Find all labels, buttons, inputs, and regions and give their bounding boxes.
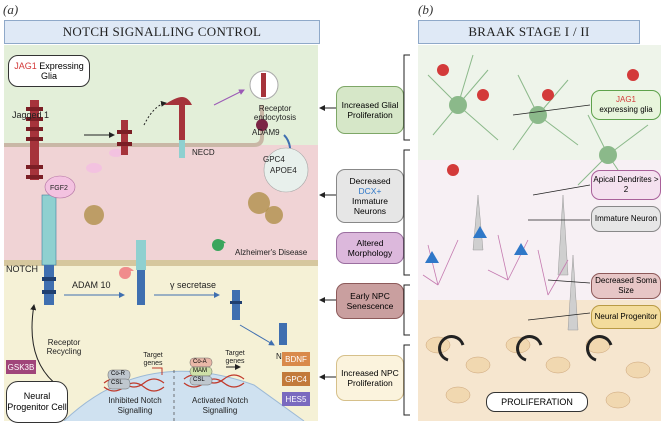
decreased-dcx-immature-neurons: Decreased DCX+ Immature Neurons xyxy=(336,169,404,223)
panel-b-title: BRAAK STAGE I / II xyxy=(418,20,640,44)
receptor-recycling-label: Receptor Recycling xyxy=(46,338,82,356)
svg-text:APOE4: APOE4 xyxy=(270,166,297,175)
csl-label-2: CSL xyxy=(193,377,205,383)
bdnf-box: BDNF xyxy=(282,352,310,366)
gpc4-box: GPC4 xyxy=(282,372,310,386)
neural-progenitor-cell-box: Neural Progenitor Cell xyxy=(6,381,68,423)
progenitor-cells xyxy=(425,336,651,409)
svg-text:FGF2: FGF2 xyxy=(50,185,68,192)
early-npc-senescence: Early NPC Senescence xyxy=(336,283,404,319)
proliferation-arrows xyxy=(438,335,613,362)
jagged1-ligand xyxy=(26,100,43,180)
free-ligand xyxy=(117,120,132,155)
jagged1-label: Jagged 1 xyxy=(12,110,50,120)
jag1-gene: JAG1 xyxy=(14,61,37,71)
apical-dendrites xyxy=(422,234,569,296)
jag1-gene-right: JAG1 xyxy=(615,95,636,104)
necd-label: NECD xyxy=(192,148,215,157)
activated-notch-label: Activated Notch Signalling xyxy=(191,396,249,415)
notch-signalling-diagram: FGF2 APOE4 xyxy=(4,70,318,421)
notch-label: NOTCH xyxy=(6,264,38,274)
csl-label-1: CSL xyxy=(111,380,123,386)
apical-dendrites-label: Apical Dendrites > 2 xyxy=(591,170,661,200)
mam-label: MAM xyxy=(193,368,207,374)
cor-label: Co-R xyxy=(111,371,126,377)
gamma-secretase-label: γ secretase xyxy=(170,280,217,290)
jag1-rest: expressing glia xyxy=(599,105,653,114)
gpc4-label: GPC4 xyxy=(263,155,285,164)
hes5-box: HES5 xyxy=(282,392,310,406)
connector-arrows xyxy=(319,54,410,416)
adam10-label: ADAM 10 xyxy=(72,280,111,290)
receptor-endocytosis-label: Receptor endocytosis xyxy=(253,104,297,122)
coa-label: Co-A xyxy=(193,359,207,365)
dcx-marker: DCX+ xyxy=(358,186,382,196)
panel-a-label: (a) xyxy=(3,2,19,17)
altered-morphology: Altered Morphology xyxy=(336,232,404,264)
target-genes-label-2: Target genes xyxy=(225,350,245,365)
jag1-line2: Glia xyxy=(40,71,57,81)
proliferation-label: PROLIFERATION xyxy=(486,392,588,412)
dcx-post: Immature Neurons xyxy=(352,196,388,216)
notch-receptor xyxy=(41,194,57,305)
panel-b-label: (b) xyxy=(418,2,434,17)
target-genes-label-1: Target genes xyxy=(143,352,163,367)
adam9-label: ADAM9 xyxy=(252,128,280,137)
jag1-expressing-glia-box: JAG1 Expressing Glia xyxy=(8,55,90,87)
immature-neuron-label: Immature Neuron xyxy=(591,206,661,232)
jag1-line1: Expressing xyxy=(36,61,84,71)
increased-npc-proliferation: Increased NPC Proliferation xyxy=(336,355,404,401)
inhibited-notch-label: Inhibited Notch Signalling xyxy=(108,396,162,415)
dcx-pre: Decreased xyxy=(349,176,391,186)
panel-a-title: NOTCH SIGNALLING CONTROL xyxy=(4,20,320,44)
neural-progenitor-label: Neural Progenitor xyxy=(591,305,661,329)
jag1-expressing-glia-label: JAG1 expressing glia xyxy=(591,90,661,120)
alzheimers-label: Alzheimer's Disease xyxy=(235,248,308,257)
gsk3b-box: GSK3B xyxy=(6,360,36,374)
decreased-soma-size-label: Decreased Soma Size xyxy=(591,273,661,299)
